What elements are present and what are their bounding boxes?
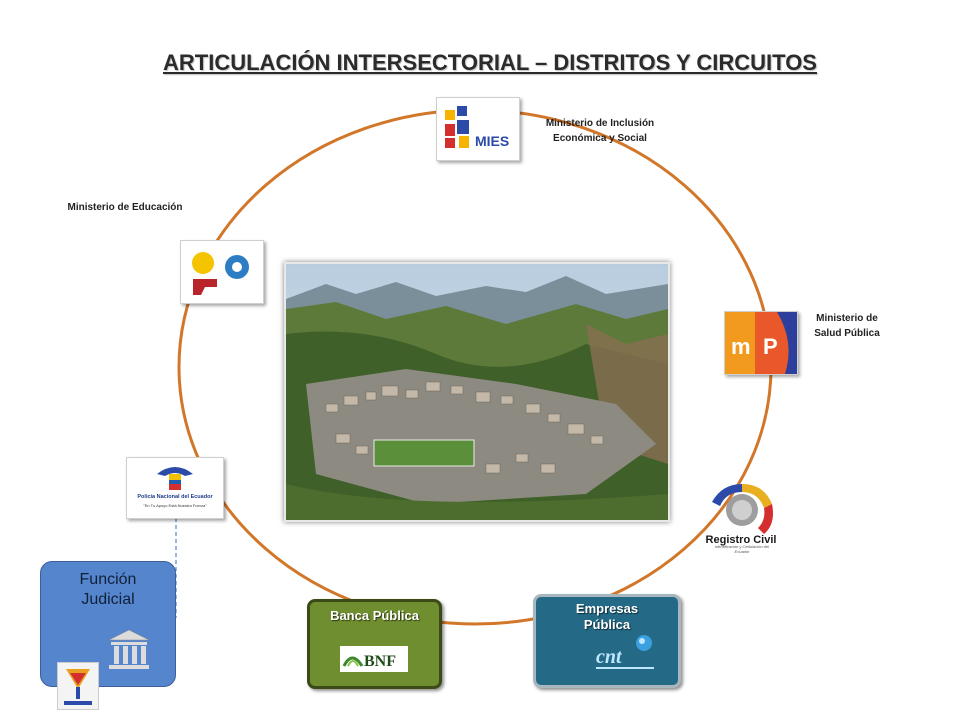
registro-civil-seal-icon: Registro Civil [706, 484, 777, 546]
courthouse-icon [108, 629, 150, 669]
empresas-publica-line1: Empresas [575, 601, 639, 616]
salud-label: Ministerio de Salud Pública [800, 311, 894, 341]
landscape-illustration [286, 264, 668, 520]
salud-label-line2: Salud Pública [814, 328, 880, 339]
educacion-logo-icon [192, 252, 249, 295]
policia-logo-text: Policía Nacional del Ecuador [137, 494, 213, 500]
mies-label-line2: Económica y Social [553, 133, 647, 144]
banca-publica-box: Banca Pública BNF [307, 599, 442, 689]
educacion-logo-card [180, 240, 264, 304]
svg-text:Registro Civil: Registro Civil [706, 534, 777, 546]
funcion-judicial-label: Función Judicial [41, 570, 175, 610]
educacion-label: Ministerio de Educación [67, 202, 183, 213]
mies-logo-card: MIES [436, 97, 520, 161]
banca-publica-label: Banca Pública [330, 608, 419, 623]
policia-eagle-icon [157, 467, 193, 490]
mies-logo-icon: MIES [445, 106, 509, 149]
judicial-emblem-icon [64, 669, 92, 705]
svg-text:MIES: MIES [475, 133, 509, 149]
bnf-logo-card: BNF [340, 646, 408, 672]
empresas-publica-box: Empresas Pública cnt [533, 594, 681, 688]
bnf-logo-icon: BNF [342, 653, 396, 670]
msp-logo-icon: m P [725, 312, 797, 374]
policia-logo-card: Policía Nacional del Ecuador "En Tu Apoy… [126, 457, 224, 519]
judicial-emblem [57, 662, 99, 710]
svg-text:cnt: cnt [596, 646, 623, 668]
registro-civil-logo: Registro Civil Identificación y Cedulaci… [702, 480, 780, 560]
empresas-publica-line2: Pública [583, 617, 631, 632]
salud-label-line1: Ministerio de [816, 313, 878, 324]
town-landscape-photo [284, 262, 670, 522]
msp-logo-card: m P [724, 311, 798, 375]
mies-label-line1: Ministerio de Inclusión [545, 118, 655, 129]
policia-logo-subtext: "En Tu Apoyo Está Nuestra Fuerza" [143, 503, 207, 508]
slide-title: ARTICULACIÓN INTERSECTORIAL – DISTRITOS … [163, 50, 817, 75]
mies-label: Ministerio de Inclusión Económica y Soci… [530, 116, 670, 146]
svg-text:m: m [731, 334, 751, 359]
empresas-publica-label: Empresas Pública [536, 601, 678, 633]
registro-civil-subtext: Identificación y Cedulación del Ecuador [714, 544, 770, 554]
funcion-judicial-line1: Función [79, 571, 137, 588]
funcion-judicial-line2: Judicial [81, 591, 135, 608]
svg-text:P: P [763, 334, 778, 359]
svg-text:BNF: BNF [364, 653, 396, 670]
cnt-globe-icon: cnt [596, 635, 654, 669]
